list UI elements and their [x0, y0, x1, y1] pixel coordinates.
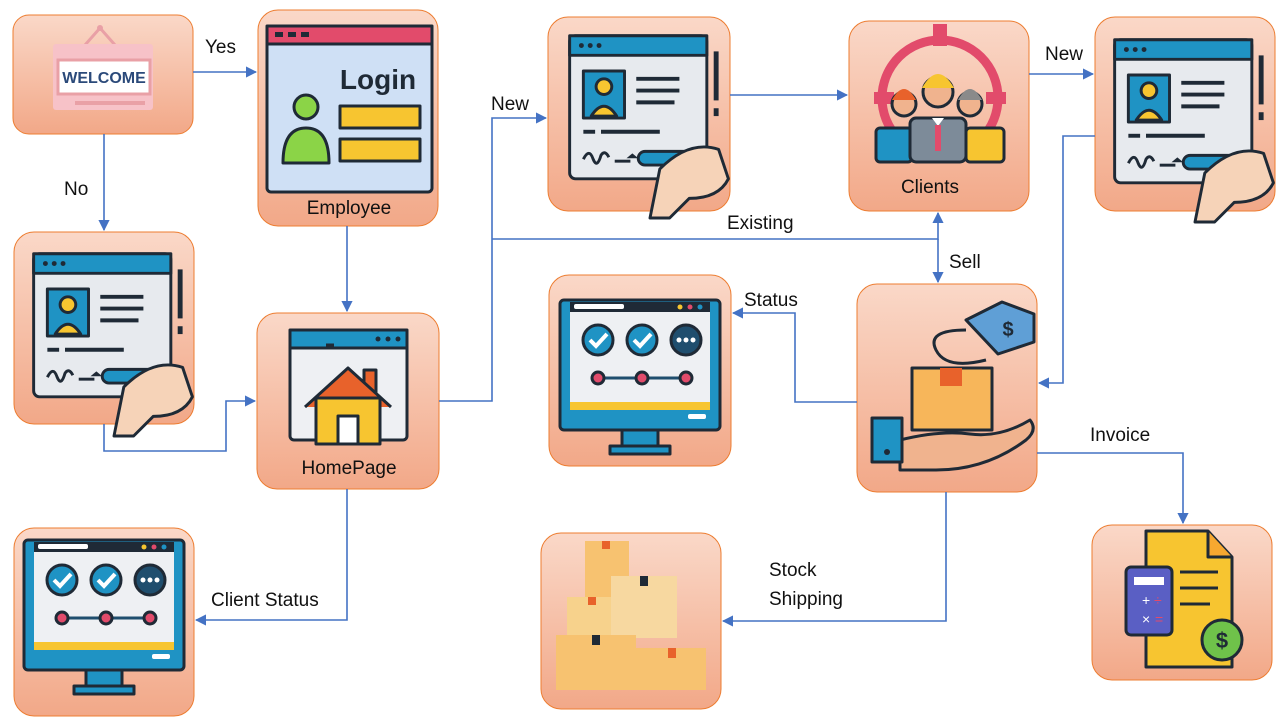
- homepage-label: HomePage: [301, 458, 396, 479]
- arrow-register-to-homepage: [103, 395, 257, 452]
- edge-label-shipping: Shipping: [769, 589, 843, 610]
- stock-boxes-icon: [556, 541, 706, 690]
- employee-label: Employee: [307, 198, 392, 219]
- edge-label-new-right: New: [1045, 44, 1083, 65]
- invoice-document-icon: + ÷ × = $: [1124, 529, 1244, 669]
- svg-text:+: +: [1142, 592, 1150, 608]
- register-right-node: [1094, 16, 1276, 224]
- sell-hand-box-icon: $: [870, 300, 1036, 472]
- sell-node: $: [856, 283, 1038, 493]
- home-window-icon: [288, 328, 409, 446]
- svg-text:×: ×: [1142, 611, 1150, 627]
- arrow-sell-to-stock: [721, 492, 947, 627]
- connectors: [98, 66, 1189, 627]
- stock-node: [540, 532, 722, 710]
- svg-text:$: $: [1216, 628, 1228, 653]
- arrow-register-right-to-sell: [1037, 135, 1095, 389]
- svg-text:=: =: [1155, 611, 1163, 627]
- edge-label-sell: Sell: [949, 252, 981, 273]
- arrow-sell-to-status: [731, 307, 857, 403]
- login-screen-text: Login: [340, 64, 416, 95]
- edge-label-existing: Existing: [727, 213, 794, 234]
- edge-label-yes: Yes: [205, 37, 236, 58]
- edge-label-invoice: Invoice: [1090, 425, 1150, 446]
- line-existing-to-clients: [492, 211, 944, 240]
- status-node: [548, 274, 732, 467]
- svg-text:$: $: [1002, 319, 1013, 341]
- register-left-node: [13, 231, 195, 438]
- login-screen-icon: Login: [265, 24, 434, 194]
- welcome-node: WELCOME: [12, 14, 194, 135]
- edge-label-status: Status: [744, 290, 798, 311]
- client-status-node: [13, 527, 195, 717]
- welcome-sign-icon: WELCOME: [53, 25, 153, 110]
- clients-target-icon: [874, 24, 1006, 164]
- status-monitor-icon: [558, 298, 722, 456]
- homepage-node: HomePage: [256, 312, 440, 490]
- edge-label-new-center: New: [491, 94, 529, 115]
- arrow-sell-to-invoice: [1037, 452, 1189, 525]
- arrow-homepage-to-client-status: [194, 489, 348, 626]
- svg-text:÷: ÷: [1154, 592, 1162, 608]
- register-center-node: [547, 16, 731, 220]
- arrow-homepage-to-register-center: [439, 112, 548, 402]
- client-status-monitor-icon: [22, 538, 186, 696]
- edge-label-no: No: [64, 179, 88, 200]
- edge-label-stock: Stock: [769, 560, 817, 581]
- login-node: Login Employee: [257, 9, 439, 227]
- welcome-sign-text: WELCOME: [62, 70, 146, 87]
- clients-label: Clients: [901, 177, 959, 198]
- edge-label-client-status: Client Status: [211, 590, 319, 611]
- clients-node: Clients: [848, 20, 1030, 212]
- invoice-node: + ÷ × = $: [1091, 524, 1273, 681]
